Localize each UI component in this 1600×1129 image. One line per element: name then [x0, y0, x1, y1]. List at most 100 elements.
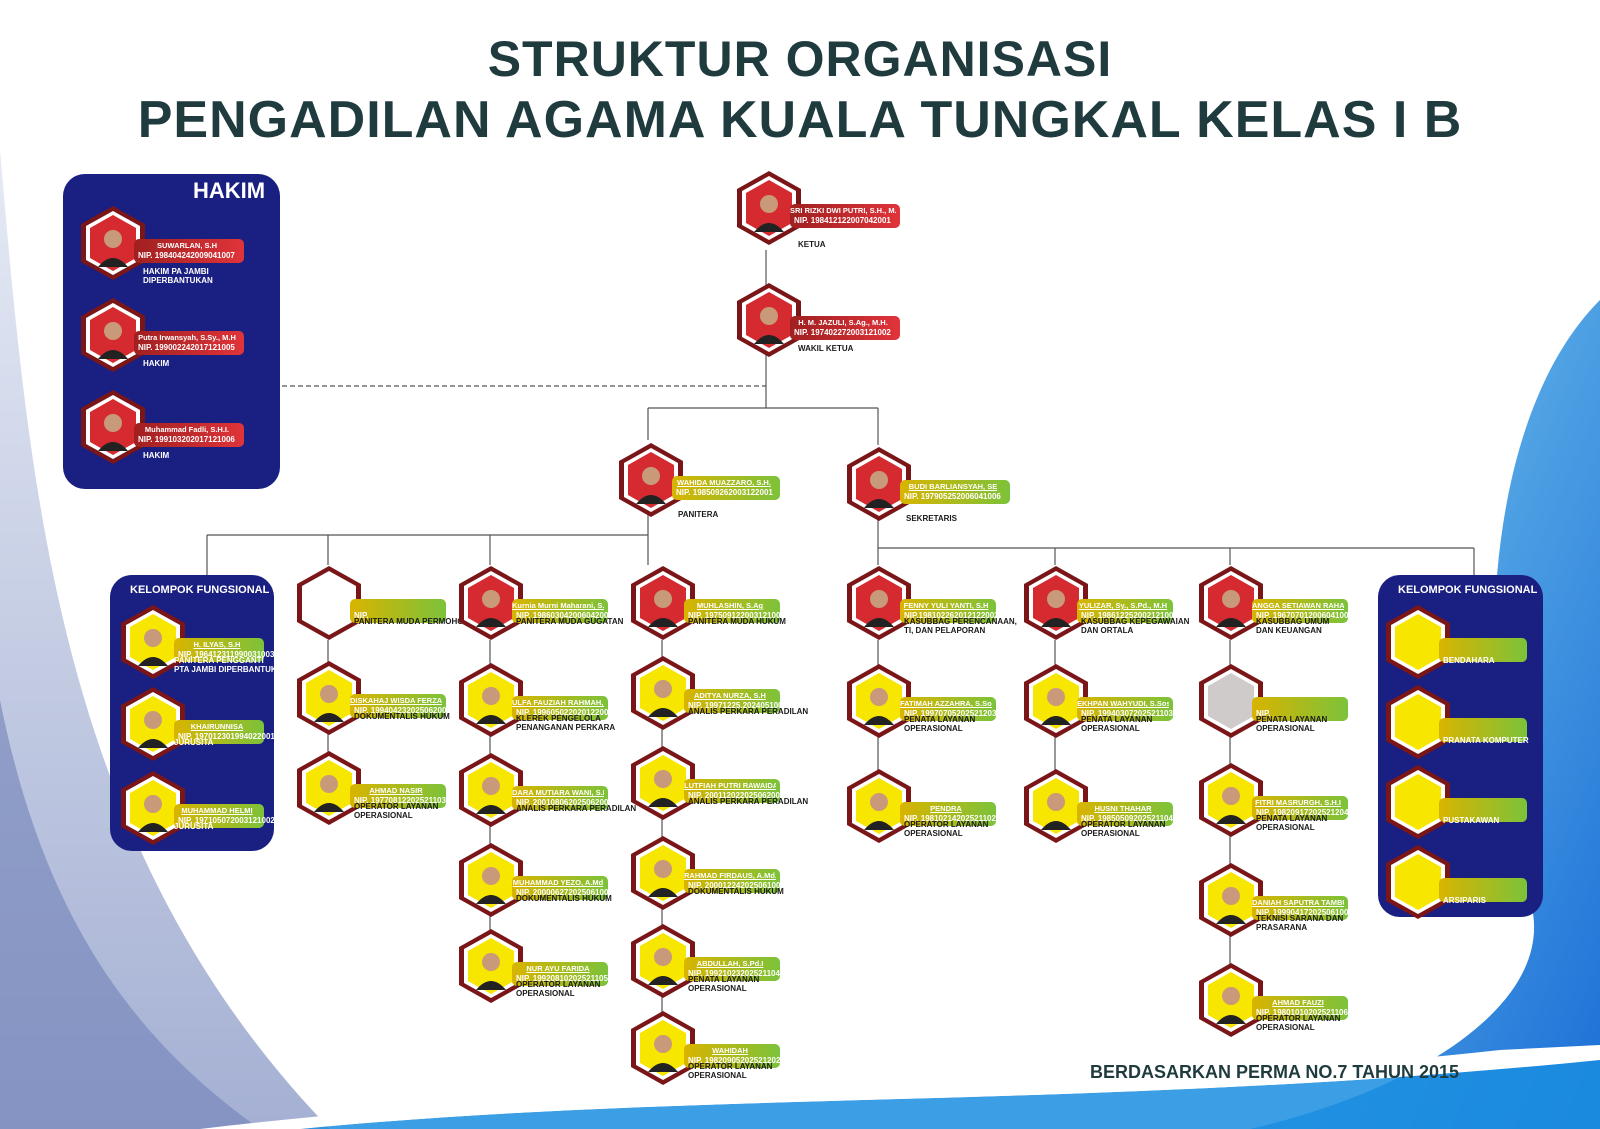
person-avatar-icon	[138, 711, 168, 748]
person-avatar-icon	[648, 590, 678, 627]
person-role: PUSTAKAWAN	[1443, 816, 1500, 825]
person-nip: NIP. 198505092025211042	[1081, 814, 1178, 823]
name-plate: NIP.	[350, 599, 446, 623]
person-avatar-icon	[754, 307, 784, 344]
person-avatar-icon	[314, 685, 344, 722]
person-avatar-icon	[98, 230, 128, 267]
person-nip: NIP.	[354, 611, 369, 620]
person-avatar-icon	[1216, 987, 1246, 1024]
footer-note: BERDASARKAN PERMA NO.7 TAHUN 2015	[1090, 1062, 1460, 1082]
person-name: NUR AYU FARIDA	[526, 964, 590, 973]
person-avatar-icon	[864, 590, 894, 627]
person-name: FATIMAH AZZAHRA, S.Sos	[900, 699, 992, 708]
name-plate: Muhammad Fadli, S.H.I.NIP. 1991032020171…	[134, 423, 244, 447]
person-name: DARA MUTIARA WANI, S.H	[512, 788, 604, 797]
person-role: SEKRETARIS	[906, 514, 957, 523]
person-nip: NIP. 197905252006041006	[904, 492, 1001, 501]
person-role: HAKIM	[143, 359, 170, 368]
name-plate	[1439, 638, 1527, 662]
person-role: PANITERA	[678, 510, 719, 519]
hexagon-photo-frame	[631, 1011, 695, 1085]
hexagon-photo-frame	[631, 924, 695, 998]
person-nip: NIP. 199002242017121005	[138, 343, 235, 352]
person-name: EKHPAN WAHYUDI, S.Sos	[1077, 699, 1169, 708]
bottom-swoosh	[300, 1060, 1600, 1129]
person-role: ARSIPARIS	[1443, 896, 1486, 905]
person-name: Muhammad Fadli, S.H.I.	[144, 425, 230, 434]
person-avatar-icon	[98, 414, 128, 451]
hexagon-photo-frame	[297, 566, 361, 640]
panitera-node: WAHIDA MUAZZARO, S.H.NIP. 19850926200312…	[618, 442, 858, 522]
person-nip: NIP. 198010102025211064	[1256, 1008, 1353, 1017]
person-nip: NIP. 199103202017121006	[138, 435, 235, 444]
staff-node: NIP.PANITERA MUDA PERMOHONAN	[296, 565, 536, 645]
person-avatar-icon	[648, 680, 678, 717]
hexagon-photo-frame	[1386, 605, 1450, 679]
person-avatar-icon	[1041, 590, 1071, 627]
person-name: AHMAD NASIR	[369, 786, 423, 795]
fungsional-right-title: KELOMPOK FUNGSIONAL	[1398, 584, 1538, 596]
person-avatar-icon	[648, 770, 678, 807]
hexagon-photo-frame	[1386, 765, 1450, 839]
name-plate: NIP.	[1252, 697, 1348, 721]
hexagon-photo-frame	[847, 447, 911, 521]
person-role: DOKUMENTALIS HUKUM	[354, 712, 450, 721]
person-nip: NIP. 19971225.2024051001	[688, 701, 788, 710]
person-avatar-icon	[98, 322, 128, 359]
hexagon-photo-frame	[121, 687, 185, 761]
person-avatar-icon	[1216, 590, 1246, 627]
right-swoosh	[1250, 300, 1600, 1129]
person-avatar-icon	[754, 195, 784, 232]
person-role: KETUA	[798, 240, 826, 249]
hexagon-photo-frame	[459, 566, 523, 640]
hexagon-photo-frame	[121, 771, 185, 845]
person-nip: NIP.198102262012122002	[904, 611, 999, 620]
person-nip: NIP. 197105072003121002	[178, 816, 275, 825]
hexagon-photo-frame	[1199, 963, 1263, 1037]
person-role: PANITERA MUDA GUGATAN	[516, 617, 624, 626]
hexagon-photo-frame	[1199, 664, 1263, 738]
person-nip: NIP. 196707012006041002	[1256, 611, 1353, 620]
bottom-white	[200, 1045, 1600, 1129]
person-name: ABDULLAH, S.Pd.I	[696, 959, 764, 968]
person-avatar-icon	[648, 860, 678, 897]
person-nip: NIP. 199208102025211054	[516, 974, 613, 983]
person-name: MUHAMMAD YEZO, A.Md	[512, 878, 604, 887]
fungsional-right-node: PRANATA KOMPUTER	[1385, 684, 1600, 764]
fungsional-right-node: PUSTAKAWAN	[1385, 764, 1600, 844]
fungsional-right-node: BENDAHARA	[1385, 604, 1600, 684]
person-avatar-icon	[138, 795, 168, 832]
name-plate	[1439, 798, 1527, 822]
person-name: FITRI MASRURGH, S.H.I	[1255, 798, 1341, 807]
left-swoosh	[0, 150, 330, 1129]
person-name: RAHMAD FIRDAUS, A.Md.T	[684, 871, 776, 880]
person-role: JURUSITA	[174, 822, 214, 831]
person-avatar-icon	[476, 953, 506, 990]
person-name: WAHIDAH	[712, 1046, 748, 1055]
person-name: PENDRA	[930, 804, 962, 813]
